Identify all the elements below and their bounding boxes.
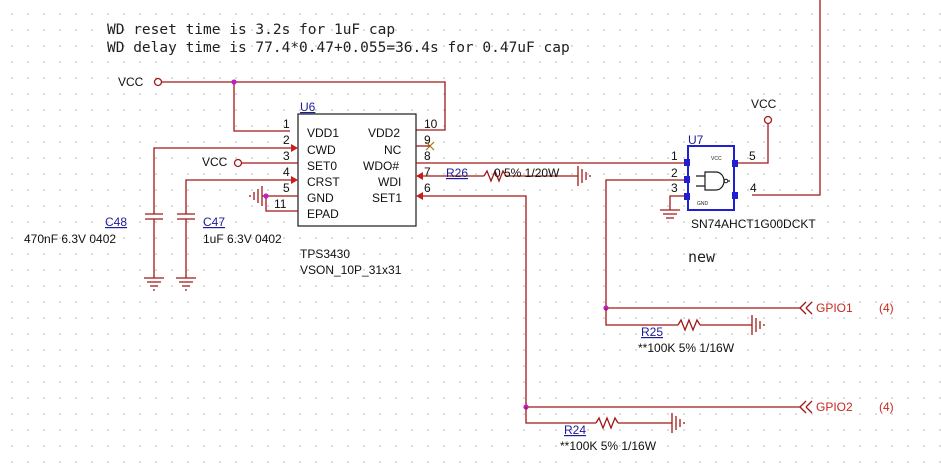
vcc-label-u7: VCC [751,97,777,111]
u6-pin-name: CWD [307,143,336,157]
u7-pin-num: 3 [671,181,678,195]
u6-pin-num: 3 [283,149,290,163]
r24-value: **100K 5% 1/16W [560,439,657,453]
u7-pin-handle [684,159,690,166]
u6-pin-name: EPAD [307,207,339,221]
u6-pin-num: 9 [424,133,431,147]
u6-pin-name: WDI [378,175,401,189]
u6-pin-name: NC [384,143,402,157]
note-reset-time: WD reset time is 3.2s for 1uF cap [107,22,395,38]
u6-body[interactable] [297,113,417,227]
r24-symbol[interactable] [595,416,619,430]
u6-pin-num: 2 [283,133,290,147]
wire-u7-out[interactable] [752,0,821,196]
u6-ref: U6 [300,100,316,114]
ground-icon [671,413,685,433]
wire-r24 [525,407,596,424]
ground-icon [144,277,164,291]
port-gpio2-name[interactable]: GPIO2 [816,400,853,414]
u7-pin-num: 2 [671,166,678,180]
u6-pin-num: 11 [274,197,287,211]
ground-icon [751,315,765,335]
ground-icon [577,166,591,186]
u6-pin-num: 5 [283,181,290,195]
u6-package: VSON_10P_31x31 [300,263,402,277]
note-delay-time: WD delay time is 77.4*0.47+0.055=36.4s f… [107,40,570,56]
port-gpio1-icon [799,301,813,315]
u7-part: SN74AHCT1G00DCKT [691,217,816,231]
u7-inner-vcc: VCC [711,156,722,162]
vcc-symbol-set0 [233,158,243,168]
port-gpio2-icon [799,400,813,414]
u6-pin-name: GND [307,191,334,205]
u6-pin-name: CRST [307,175,340,189]
u6-pin-num: 4 [283,165,290,179]
vcc-label-set0: VCC [202,155,228,169]
c48-symbol[interactable] [145,213,163,220]
r26-value: 0 5% 1/20W [494,166,560,180]
wire-vcc-rail[interactable] [161,81,446,131]
r24-ref: R24 [564,423,586,437]
port-gpio2-page: (4) [879,400,894,414]
u6-pin-num: 7 [424,165,431,179]
u7-pin-num: 5 [749,149,756,163]
u7-pin-handle [684,193,690,200]
pin-arrow-wdi [416,172,423,180]
u6-pin-num: 8 [424,149,431,163]
u6-pin-name: VDD1 [307,126,339,140]
u7-ref: U7 [688,133,704,147]
wire-u7-in2[interactable] [605,179,684,308]
u6-pin-name: VDD2 [368,126,400,140]
wire-r25 [605,308,678,326]
wire-set1[interactable] [423,195,527,407]
u7-pin-handle [732,160,738,167]
u7-pin-handle [684,176,690,183]
wire-crst[interactable] [185,179,291,214]
vcc-symbol-top [153,77,163,87]
pin-arrow-set1 [416,192,423,200]
u7-inner-gnd: GND [697,201,709,207]
c47-value: 1uF 6.3V 0402 [203,232,282,246]
u6-pin-name: SET1 [372,191,402,205]
port-gpio1-page: (4) [879,301,894,315]
wire-u7-gnd [669,195,684,210]
u7-pin-num: 4 [750,181,757,195]
ground-icon [249,186,263,206]
u7-pin-num: 1 [671,149,678,163]
nand-bubble-icon [723,178,729,184]
u6-part: TPS3430 [300,247,350,261]
ground-icon [660,209,680,219]
r25-symbol[interactable] [677,318,701,332]
u6-pin-num: 6 [424,181,431,195]
c47-ref: C47 [203,215,225,229]
vcc-symbol-u7 [763,115,773,125]
u7-body[interactable] [687,145,735,211]
r25-ref: R25 [641,325,663,339]
u6-pin-name: SET0 [307,159,337,173]
junction-vcc [231,79,237,85]
pin-arrow-cwd [291,144,298,152]
ground-icon [176,277,196,291]
u7-pin-handle [732,192,738,199]
r25-value: **100K 5% 1/16W [638,341,735,355]
u6-pin-num: 10 [424,117,438,131]
u6-pin-num: 1 [283,117,290,131]
vcc-label-top: VCC [118,75,144,89]
port-gpio1-name[interactable]: GPIO1 [816,301,853,315]
nand-gate-icon [696,171,730,191]
wire-vdd1[interactable] [233,82,290,132]
r26-symbol[interactable] [483,169,507,183]
c47-symbol[interactable] [177,213,195,220]
c48-ref: C48 [105,215,127,229]
u6-pin-name: WDO# [363,159,399,173]
junction-gnd [263,193,269,199]
r26-ref: R26 [446,166,468,180]
wire-u7-vcc[interactable] [738,123,769,164]
c48-value: 470nF 6.3V 0402 [24,232,116,246]
new-label: new [688,248,716,266]
pin-arrow-crst [291,176,298,184]
wire-cwd[interactable] [153,147,291,214]
